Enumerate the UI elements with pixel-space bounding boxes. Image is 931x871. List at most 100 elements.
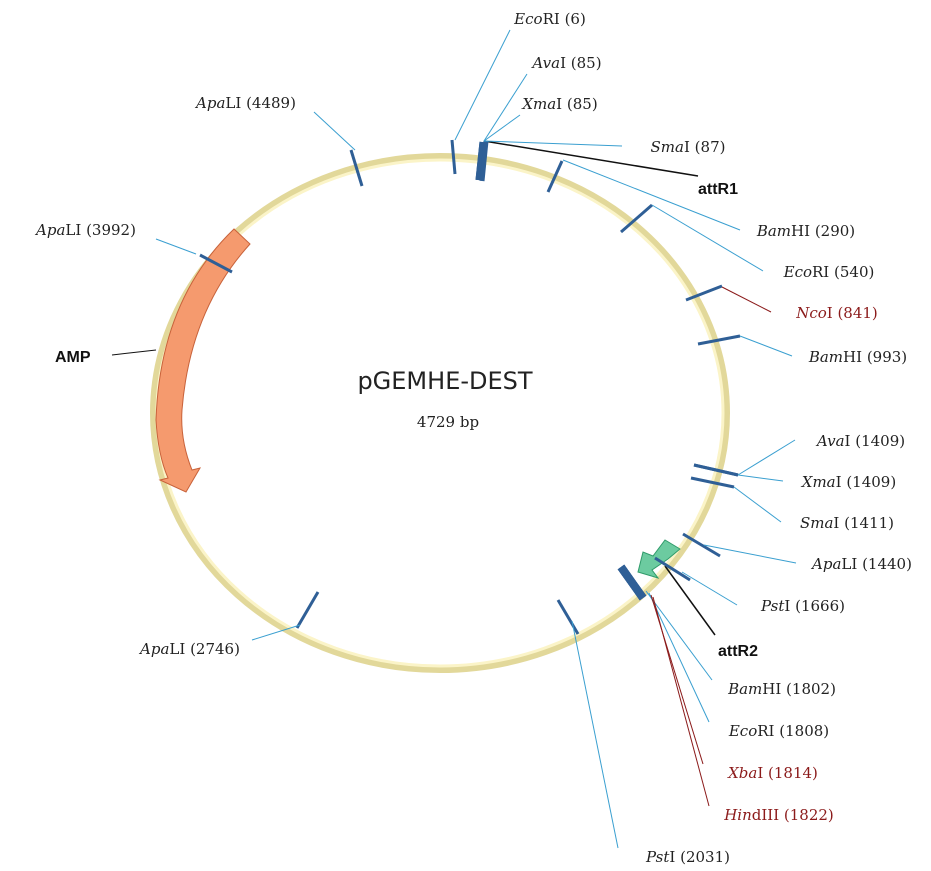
site-tick <box>556 599 580 635</box>
site-tick <box>654 556 691 582</box>
site-leader-line <box>739 335 793 357</box>
site-enzyme-suffix: HI <box>843 348 867 366</box>
site-label-apali: ApaLI (4489) <box>194 94 296 112</box>
site-label-avai: AvaI (85) <box>530 54 601 72</box>
site-label-ecori: EcoRI (6) <box>513 10 586 28</box>
site-enzyme-prefix: Nco <box>795 304 827 322</box>
site-enzyme-prefix: Bam <box>727 680 762 698</box>
site-leader-line <box>251 624 301 641</box>
site-position: (87) <box>695 138 726 156</box>
site-position: (1814) <box>768 764 818 782</box>
site-leader-line <box>483 73 528 142</box>
site-leader-line <box>562 159 741 231</box>
site-tick <box>546 160 564 193</box>
site-enzyme-prefix: Eco <box>513 10 542 28</box>
site-position: (85) <box>571 54 602 72</box>
site-enzyme-prefix: Apa <box>34 221 65 239</box>
site-leader-line <box>652 596 710 807</box>
site-enzyme-prefix: Eco <box>728 722 757 740</box>
site-enzyme-suffix: HI <box>762 680 786 698</box>
site-enzyme-suffix: I <box>556 95 567 113</box>
site-enzyme-prefix: Apa <box>810 555 841 573</box>
site-leader-line <box>733 486 782 523</box>
site-enzyme-suffix: LI <box>841 555 862 573</box>
site-leader-line <box>155 238 197 255</box>
site-enzyme-prefix: Pst <box>760 597 785 615</box>
site-position: (1802) <box>786 680 836 698</box>
site-label-xmai: XmaI (85) <box>521 95 597 113</box>
site-leader-line <box>703 544 797 564</box>
site-enzyme-suffix: RI <box>757 722 779 740</box>
site-enzyme-suffix: LI <box>169 640 190 658</box>
site-enzyme-suffix: I <box>836 473 847 491</box>
site-enzyme-suffix: RI <box>812 263 834 281</box>
site-position: (540) <box>834 263 874 281</box>
site-enzyme-suffix: dIII <box>752 806 784 824</box>
site-enzyme-prefix: Bam <box>808 348 843 366</box>
site-leader-line <box>313 111 356 151</box>
site-position: (85) <box>567 95 598 113</box>
site-label-hindiii: HindIII (1822) <box>723 806 834 824</box>
site-enzyme-prefix: Xma <box>801 473 836 491</box>
site-leader-line <box>571 620 619 849</box>
site-leader-line <box>721 286 772 313</box>
site-label-apali: ApaLI (1440) <box>810 555 912 573</box>
site-enzyme-suffix: I <box>684 138 695 156</box>
site-position: (1411) <box>844 514 894 532</box>
amp-leader-line <box>111 349 157 356</box>
site-tick <box>620 203 653 234</box>
site-position: (1409) <box>846 473 896 491</box>
site-tick <box>685 284 723 302</box>
site-enzyme-suffix: I <box>827 304 838 322</box>
site-tick <box>475 141 485 181</box>
site-label-ecori: EcoRI (1808) <box>728 722 829 740</box>
plasmid-name: pGEMHE-DEST <box>357 367 532 395</box>
site-enzyme-suffix: I <box>845 432 856 450</box>
site-enzyme-prefix: Apa <box>194 94 225 112</box>
site-position: (4489) <box>246 94 296 112</box>
site-label-apali: ApaLI (2746) <box>138 640 240 658</box>
site-tick <box>697 334 741 346</box>
site-tick <box>450 139 457 175</box>
site-tick <box>682 532 721 558</box>
site-position: (841) <box>837 304 877 322</box>
site-position: (2746) <box>190 640 240 658</box>
site-leader-line <box>454 29 511 141</box>
site-tick <box>693 463 739 477</box>
site-tick <box>690 476 735 489</box>
site-position: (1666) <box>795 597 845 615</box>
site-tick <box>617 564 647 601</box>
site-leader-line <box>651 204 764 272</box>
amp-feature-arrow <box>155 228 251 493</box>
site-position: (1822) <box>784 806 834 824</box>
site-enzyme-prefix: Hin <box>723 806 752 824</box>
site-position: (2031) <box>680 848 730 866</box>
site-label-ecori: EcoRI (540) <box>783 263 875 281</box>
attr1-leader-line <box>483 140 699 177</box>
site-enzyme-suffix: HI <box>791 222 815 240</box>
site-label-smai: SmaI (1411) <box>800 514 894 532</box>
attr1-label: attR1 <box>698 181 738 198</box>
site-label-bamhi: BamHI (1802) <box>727 680 836 698</box>
site-leader-line <box>737 474 784 482</box>
plasmid-size: 4729 bp <box>417 413 479 431</box>
site-leader-line <box>737 439 796 476</box>
site-label-ncoi: NcoI (841) <box>795 304 878 322</box>
site-enzyme-prefix: Sma <box>800 514 833 532</box>
site-enzyme-suffix: I <box>560 54 571 72</box>
site-label-apali: ApaLI (3992) <box>34 221 136 239</box>
site-position: (1409) <box>855 432 905 450</box>
site-label-bamhi: BamHI (290) <box>756 222 855 240</box>
site-enzyme-prefix: Ava <box>530 54 560 72</box>
site-enzyme-prefix: Eco <box>783 263 812 281</box>
site-label-psti: PstI (1666) <box>760 597 845 615</box>
site-tick <box>295 591 320 629</box>
site-enzyme-suffix: LI <box>65 221 86 239</box>
site-leader-line <box>681 571 738 606</box>
site-label-xbai: XbaI (1814) <box>727 764 818 782</box>
site-enzyme-prefix: Sma <box>651 138 684 156</box>
site-label-psti: PstI (2031) <box>645 848 730 866</box>
site-enzyme-suffix: RI <box>543 10 565 28</box>
site-enzyme-prefix: Bam <box>756 222 791 240</box>
site-enzyme-prefix: Xba <box>727 764 757 782</box>
